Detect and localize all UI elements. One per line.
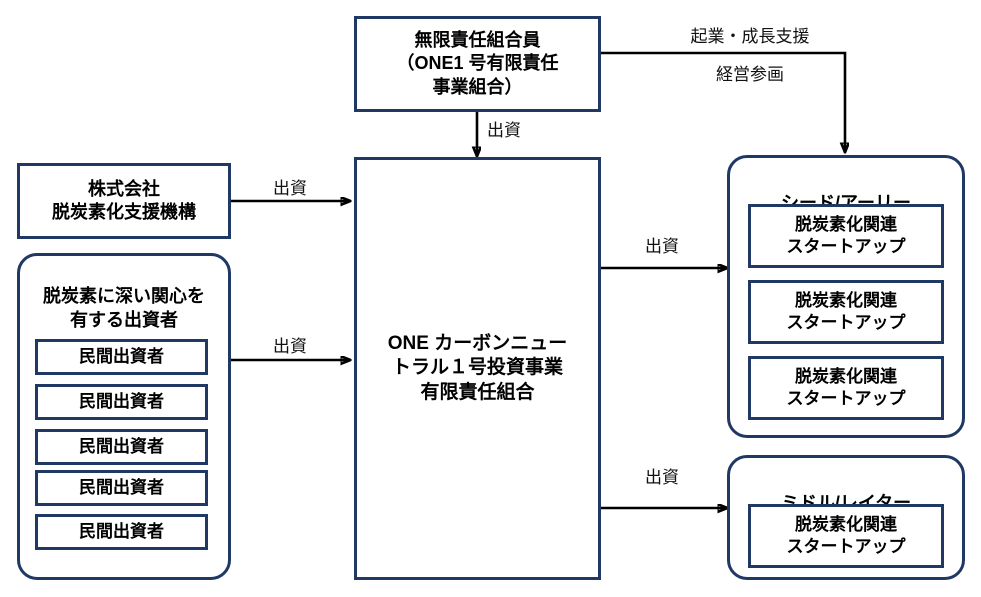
group-investors-title: 脱炭素に深い関心を 有する出資者 [17,262,231,332]
edge-label-jicn-to-fund: 出資 [255,174,325,199]
node-private-investor-1-label: 民間出資者 [79,347,164,367]
node-jicn-label: 株式会社 脱炭素化支援機構 [52,178,196,222]
node-private-investor-3-label: 民間出資者 [79,437,164,457]
edge-label-keiei-sankaku-text: 経営参画 [716,65,784,84]
node-seed-startup-3[interactable]: 脱炭素化関連 スタートアップ [748,356,944,420]
node-fund[interactable]: ONE カーボンニュー トラル１号投資事業 有限責任組合 [354,157,601,580]
node-middle-startup-1-label: 脱炭素化関連 スタートアップ [786,515,906,556]
edge-label-jicn-to-fund-text: 出資 [273,179,307,198]
edge-label-investors-to-fund-text: 出資 [273,337,307,356]
node-seed-startup-1[interactable]: 脱炭素化関連 スタートアップ [748,204,944,268]
edge-label-keiei-sankaku: 経営参画 [640,60,860,85]
node-seed-startup-2[interactable]: 脱炭素化関連 スタートアップ [748,280,944,344]
node-private-investor-5-label: 民間出資者 [79,522,164,542]
node-private-investor-2-label: 民間出資者 [79,392,164,412]
node-private-investor-4[interactable]: 民間出資者 [35,470,208,506]
edge-label-gp-to-fund-text: 出資 [487,121,521,140]
edge-label-kigyo-seicho-text: 起業・成長支援 [690,27,810,46]
node-jicn[interactable]: 株式会社 脱炭素化支援機構 [17,163,231,239]
edge-label-kigyo-seicho: 起業・成長支援 [640,22,860,47]
group-investors-title-text: 脱炭素に深い関心を 有する出資者 [43,286,205,330]
edge-label-fund-to-middle: 出資 [622,463,702,488]
node-seed-startup-3-label: 脱炭素化関連 スタートアップ [786,367,906,408]
node-middle-startup-1[interactable]: 脱炭素化関連 スタートアップ [748,504,944,568]
node-private-investor-2[interactable]: 民間出資者 [35,384,208,420]
node-fund-label: ONE カーボンニュー トラル１号投資事業 有限責任組合 [387,333,568,403]
edge-label-fund-to-seed-text: 出資 [645,237,679,256]
node-private-investor-5[interactable]: 民間出資者 [35,514,208,550]
node-private-investor-3[interactable]: 民間出資者 [35,429,208,465]
node-general-partner-label: 無限責任組合員 （ONE1 号有限責任 事業組合） [396,30,559,97]
node-general-partner[interactable]: 無限責任組合員 （ONE1 号有限責任 事業組合） [354,16,601,112]
edge-label-gp-to-fund: 出資 [487,116,557,141]
edge-label-fund-to-middle-text: 出資 [645,468,679,487]
arrow-gp-to-startups [601,51,845,152]
edge-label-fund-to-seed: 出資 [622,232,702,257]
node-seed-startup-1-label: 脱炭素化関連 スタートアップ [786,215,906,256]
node-private-investor-1[interactable]: 民間出資者 [35,339,208,375]
edge-label-investors-to-fund: 出資 [255,332,325,357]
node-private-investor-4-label: 民間出資者 [79,478,164,498]
node-seed-startup-2-label: 脱炭素化関連 スタートアップ [786,291,906,332]
